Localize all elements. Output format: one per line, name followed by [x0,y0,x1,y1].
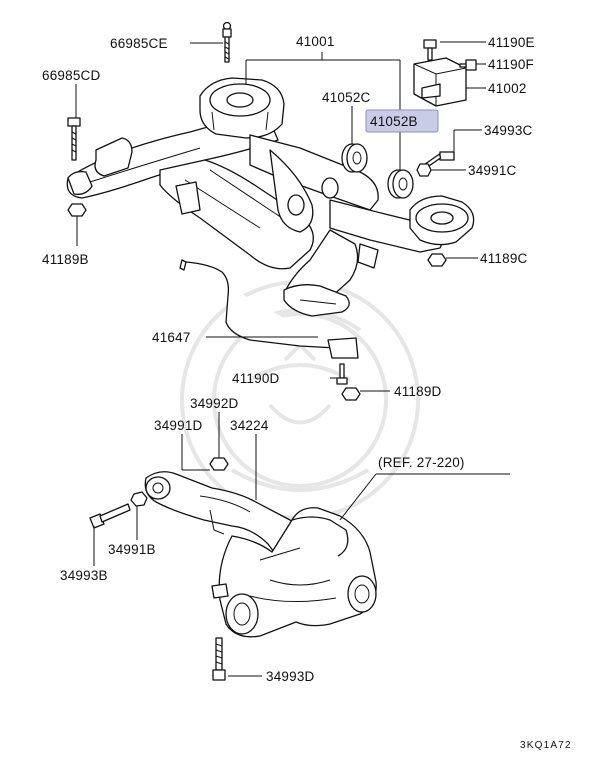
nut-34991c[interactable] [416,163,432,177]
label-34991b[interactable]: 34991B [108,542,156,557]
bolt-66985cd[interactable] [67,117,81,161]
highlight-41052b [365,109,439,133]
label-41052b[interactable]: 41052B [370,114,418,129]
nut-41189d[interactable] [341,387,361,401]
bushing-41052b[interactable] [387,169,414,199]
bolt-34993b[interactable] [89,503,131,529]
label-41052c[interactable]: 41052C [322,90,371,105]
rear-subframe[interactable] [66,77,475,317]
bolt-41190e[interactable] [423,39,437,61]
label-41189c[interactable]: 41189C [480,251,528,266]
part-labels: 66985CE 41001 41190E 41190F 41002 66985C… [42,34,572,751]
nut-41189b[interactable] [67,203,87,217]
label-34991c[interactable]: 34991C [468,163,517,178]
label-34993c[interactable]: 34993C [484,123,533,138]
label-66985cd[interactable]: 66985CD [42,68,100,83]
bolt-41190f[interactable] [459,59,477,71]
label-41001[interactable]: 41001 [296,34,335,49]
stabilizer-bar[interactable] [179,259,359,359]
bolt-66985ce[interactable] [222,21,232,63]
label-41189b[interactable]: 41189B [42,252,89,267]
label-41190e[interactable]: 41190E [488,35,535,50]
label-41189d[interactable]: 41189D [394,384,442,399]
label-34991d[interactable]: 34991D [154,418,203,433]
label-41002[interactable]: 41002 [488,81,527,96]
bolt-41190d[interactable] [336,363,348,385]
label-ref-27-220[interactable]: (REF. 27-220) [378,455,465,470]
bracket-41002[interactable] [413,57,467,107]
nut-41189c[interactable] [427,253,447,267]
label-41647[interactable]: 41647 [152,330,191,345]
label-34993d[interactable]: 34993D [266,669,315,684]
label-34992d[interactable]: 34992D [190,396,239,411]
leader-lines [75,41,510,677]
nut-34992d[interactable] [209,457,229,471]
footer-code: 3KQ1A72 [520,740,572,751]
bolt-34993d[interactable] [212,637,226,681]
label-41190f[interactable]: 41190F [488,57,534,72]
label-41190d[interactable]: 41190D [232,371,280,386]
label-34224[interactable]: 34224 [230,418,269,433]
label-34993b[interactable]: 34993B [60,568,108,583]
nut-34991b[interactable] [130,491,148,507]
differential-housing[interactable] [211,507,377,638]
label-66985ce[interactable]: 66985CE [110,36,168,51]
bushing-41052c[interactable] [341,143,368,173]
